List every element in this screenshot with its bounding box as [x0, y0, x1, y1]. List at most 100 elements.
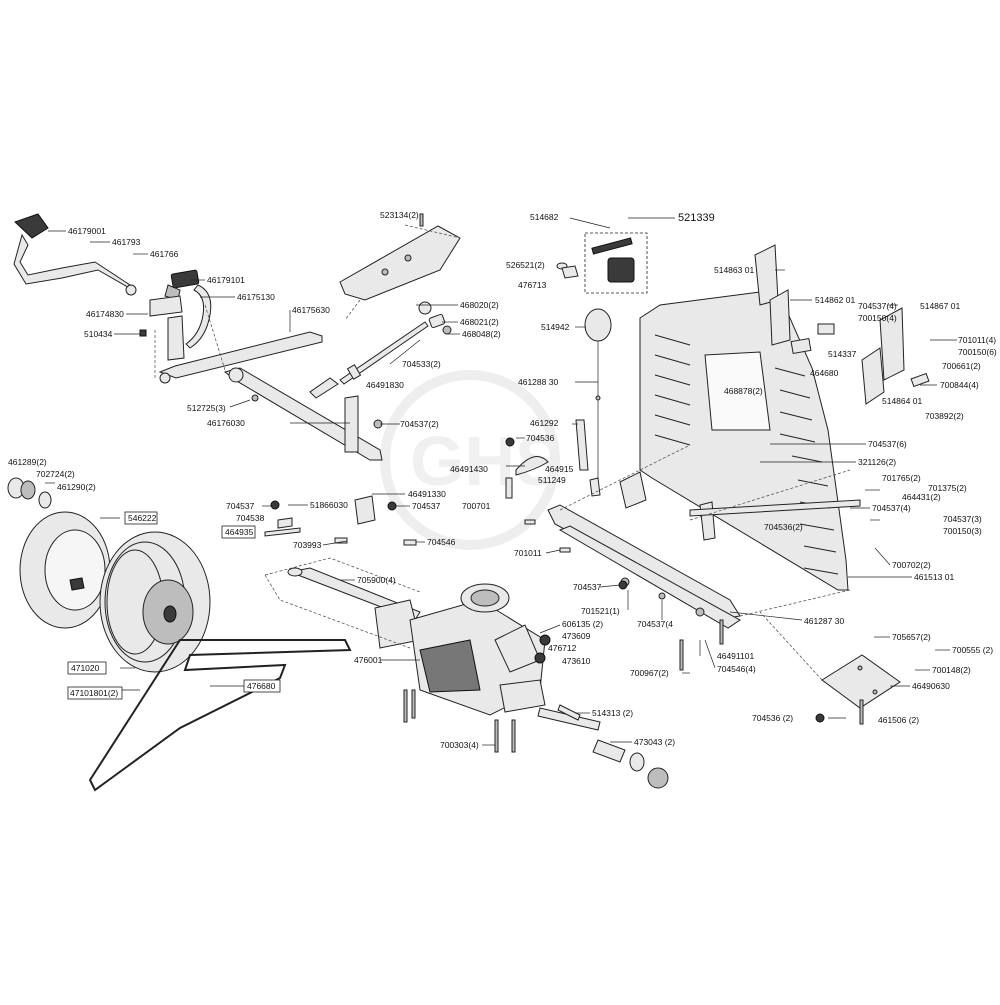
- cable-knob: [505, 232, 648, 509]
- part-label: 546222: [128, 513, 157, 523]
- part-label: 705657(2): [892, 632, 931, 642]
- part-label: 700148(2): [932, 665, 971, 675]
- part-label: 473609: [562, 631, 591, 641]
- part-label: 700701: [462, 501, 491, 511]
- part-label: 521339: [678, 212, 715, 224]
- rear-panel: [639, 244, 930, 591]
- part-label: 700967(2): [630, 668, 669, 678]
- part-label: 704537: [226, 501, 255, 511]
- panel-louvers: [654, 334, 839, 575]
- part-label: 46491330: [408, 489, 446, 499]
- part-label: 464680: [810, 368, 839, 378]
- part-label: 46179001: [68, 226, 106, 236]
- part-label: 704537(4: [637, 619, 673, 629]
- part-label: 47101801(2): [70, 688, 118, 698]
- part-label: 511249: [538, 475, 566, 485]
- part-label: 46174830: [86, 309, 124, 319]
- part-label: 606135 (2): [562, 619, 603, 629]
- part-label: 704536 (2): [752, 713, 793, 723]
- part-label: 705900(4): [357, 575, 396, 585]
- part-label: 704537: [412, 501, 441, 511]
- part-label: 476680: [247, 681, 276, 691]
- part-labels: 46179001 461793 461766 46179101 46175130…: [8, 210, 997, 750]
- part-label: 700702(2): [892, 560, 931, 570]
- upper-bracket: [339, 213, 461, 385]
- small-hardware: [264, 495, 724, 671]
- part-label: 703993: [293, 540, 322, 550]
- part-label: 510434: [84, 329, 113, 339]
- part-label: 700150(6): [958, 347, 997, 357]
- part-label: 461287 30: [804, 616, 844, 626]
- part-label: 512725(3): [187, 403, 226, 413]
- part-label: 46179101: [207, 275, 245, 285]
- part-label: 321126(2): [858, 457, 896, 467]
- part-label: 461793: [112, 237, 141, 247]
- part-label: 514682: [530, 212, 559, 222]
- part-label: 702724(2): [36, 469, 75, 479]
- part-label: 704537: [573, 582, 602, 592]
- part-label: 704546: [427, 537, 456, 547]
- part-label: 701375(2): [928, 483, 967, 493]
- part-label: 704536(2): [764, 522, 803, 532]
- part-label: 704537(6): [868, 439, 907, 449]
- part-label: 704537(3): [943, 514, 982, 524]
- part-label: 704536: [526, 433, 555, 443]
- part-label: 461288 30: [518, 377, 558, 387]
- part-label: 468048(2): [462, 329, 501, 339]
- part-label: 461513 01: [914, 572, 954, 582]
- part-label: 461506 (2): [878, 715, 919, 725]
- part-label: 471020: [71, 663, 100, 673]
- part-label: 701011: [514, 548, 542, 558]
- part-label: 704537(4): [872, 503, 911, 513]
- part-label: 46491430: [450, 464, 488, 474]
- frame-rail: [547, 444, 861, 629]
- part-label: 700844(4): [940, 380, 979, 390]
- part-label: 46176030: [207, 418, 245, 428]
- part-label: 700303(4): [440, 740, 479, 750]
- part-label: 704537(4): [858, 301, 897, 311]
- part-label: 703892(2): [925, 411, 964, 421]
- mount-plate: [759, 611, 901, 725]
- part-label: 461289(2): [8, 457, 47, 467]
- part-label: 514864 01: [882, 396, 922, 406]
- part-label: 704546(4): [717, 664, 756, 674]
- part-label: 700555 (2): [952, 645, 993, 655]
- part-label: 46175130: [237, 292, 275, 302]
- part-label: 701011(4): [958, 335, 996, 345]
- part-label: 704538: [236, 513, 265, 523]
- boxed-label-frames: [67, 511, 281, 700]
- part-label: 700150(3): [943, 526, 982, 536]
- part-label: 700150(4): [858, 313, 897, 323]
- part-label: 701765(2): [882, 473, 921, 483]
- part-label: 464935: [225, 527, 254, 537]
- part-label: 514313 (2): [592, 708, 633, 718]
- part-label: 468878(2): [724, 386, 763, 396]
- part-label: 473043 (2): [634, 737, 675, 747]
- part-label: 461292: [530, 418, 559, 428]
- part-label: 468021(2): [460, 317, 499, 327]
- part-label: 476001: [354, 655, 383, 665]
- part-label: 461766: [150, 249, 179, 259]
- part-label: 46175630: [292, 305, 330, 315]
- wheels: [7, 477, 352, 792]
- part-label: 704537(2): [400, 419, 439, 429]
- part-label: 51866030: [310, 500, 348, 510]
- transmission: [264, 557, 669, 789]
- part-label: 468020(2): [460, 300, 499, 310]
- part-label: 701521(1): [581, 606, 620, 616]
- part-label: 46491101: [717, 651, 754, 661]
- part-label: 514337: [828, 349, 857, 359]
- part-label: 46491830: [366, 380, 404, 390]
- part-label: 514862 01: [815, 295, 855, 305]
- part-label: 476713: [518, 280, 547, 290]
- part-label: 514942: [541, 322, 570, 332]
- leader-lines: [45, 217, 957, 746]
- part-label: 476712: [548, 643, 577, 653]
- part-label: 700661(2): [942, 361, 981, 371]
- part-label: 514867 01: [920, 301, 960, 311]
- part-label: 46490630: [912, 681, 950, 691]
- part-label: 464431(2): [902, 492, 941, 502]
- part-label: 464915: [545, 464, 574, 474]
